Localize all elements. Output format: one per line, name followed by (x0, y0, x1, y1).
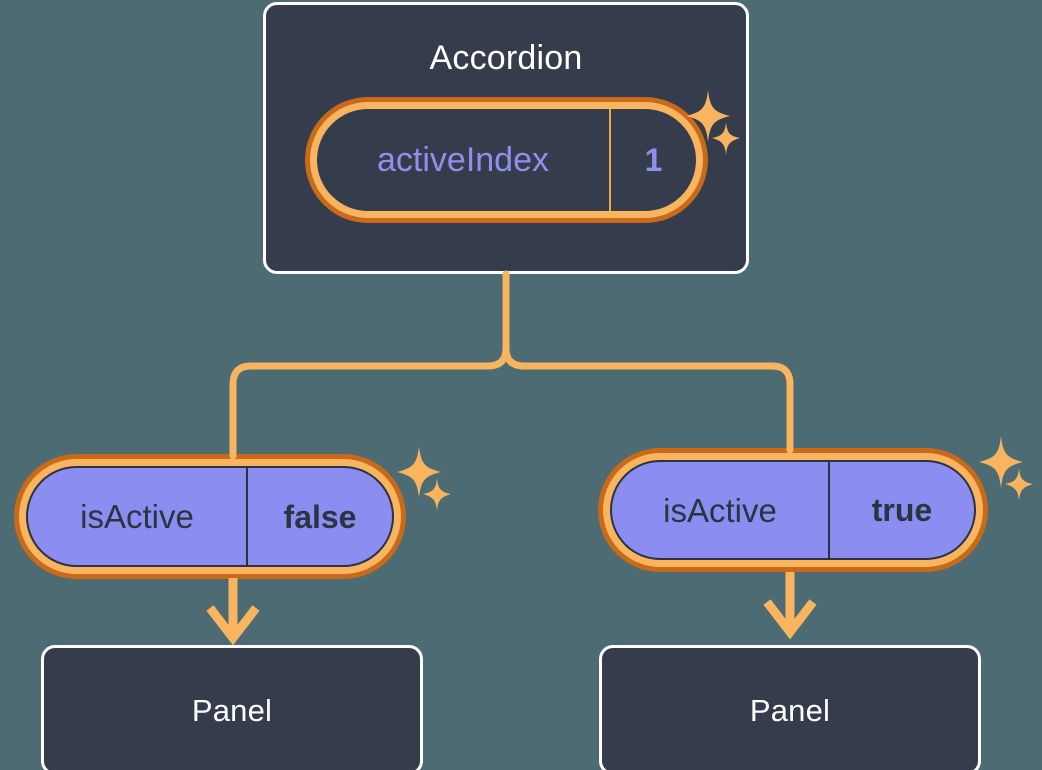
pill-ring-inner: isActive true (603, 453, 983, 567)
pill-divider (828, 462, 830, 558)
state-key-isactive-right: isActive (663, 491, 777, 529)
state-pill-isactive-false[interactable]: isActive false (14, 454, 406, 579)
pill-divider (609, 109, 611, 211)
sparkle-small-icon (423, 478, 451, 511)
state-pill-activeindex[interactable]: activeIndex 1 (305, 97, 708, 223)
state-key-isactive-left: isActive (80, 498, 194, 535)
pill-ring-inner: activeIndex 1 (310, 102, 703, 218)
arrow-down-icon-left (206, 605, 260, 646)
sparkle-icon (397, 446, 441, 498)
connector-right-branch (502, 270, 794, 454)
arrow-down-icon-right (763, 599, 817, 640)
panel-right-title: Panel (749, 692, 831, 728)
panel-left-title: Panel (191, 692, 273, 728)
panel-left: Panel (41, 645, 423, 770)
connector-left-branch (229, 270, 510, 460)
accordion-card-title: Accordion (429, 39, 583, 77)
panel-right: Panel (599, 645, 981, 770)
state-value-isactive-right: true (871, 492, 933, 528)
sparkle-icon (979, 436, 1023, 488)
pill-body: isActive false (26, 466, 394, 567)
state-pill-isactive-true[interactable]: isActive true (598, 448, 988, 572)
state-value-activeindex: 1 (644, 142, 663, 178)
pill-body: activeIndex 1 (317, 109, 696, 211)
pill-body: isActive true (610, 460, 976, 560)
sparkle-small-icon (1005, 468, 1033, 501)
state-value-isactive-left: false (283, 498, 357, 535)
state-key-activeindex: activeIndex (377, 141, 549, 179)
pill-ring-inner: isActive false (19, 459, 401, 574)
pill-divider (246, 468, 248, 565)
